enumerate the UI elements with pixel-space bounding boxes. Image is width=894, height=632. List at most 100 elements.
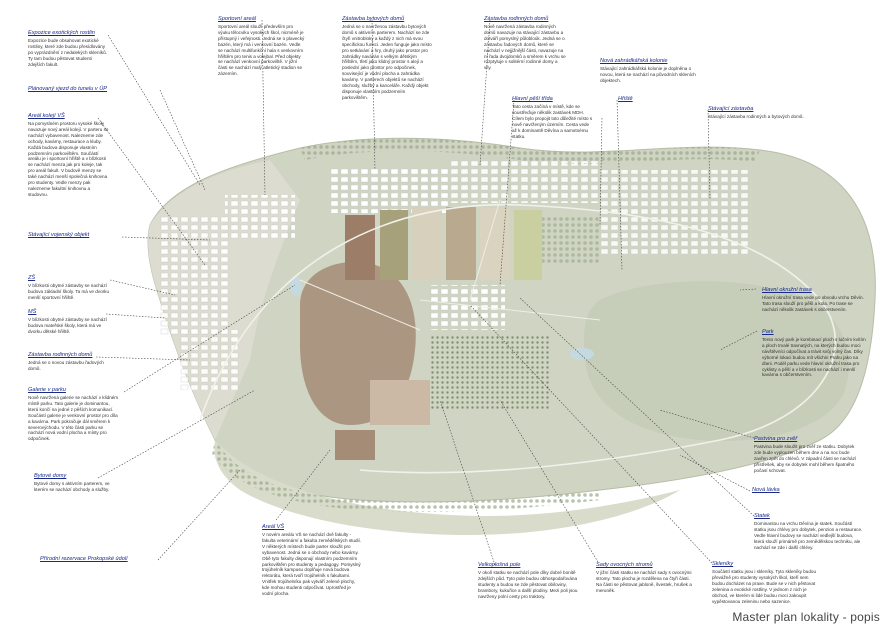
southern-strip xyxy=(214,440,681,535)
field-6 xyxy=(514,210,542,280)
label-dormitories: Areál kolejí VŠ Na pomyslném prostoru vy… xyxy=(28,113,110,198)
label-orchards-title: Sady ovocných stromů xyxy=(596,562,653,568)
label-exotic-plants: Expozice exotických rostlin Expozice bud… xyxy=(28,30,108,68)
allotments xyxy=(540,215,600,265)
label-military-title: Stávající vojenský objekt xyxy=(28,232,90,238)
label-family-houses-left: Zástavba rodinných domů Jedná se o novou… xyxy=(28,352,110,372)
label-main-pedestrian: Hlavní pěší třída Tato cesta začíná v mí… xyxy=(512,96,594,139)
label-dormitories-title: Areál kolejí VŠ xyxy=(28,113,65,119)
label-apartment-top-title: Zástavba bytových domů xyxy=(342,16,405,22)
tree-belt-north xyxy=(300,138,760,164)
label-kindergarten-body: V blízkosti obytné zástavby se nachází b… xyxy=(28,317,107,334)
label-sports-body: Sportovní areál slouží především pro výu… xyxy=(218,24,305,77)
label-main-pedestrian-body: Tato cesta začíná v místě, kde se soustř… xyxy=(512,104,593,139)
label-family-houses-top-title: Zástavba rodinných domů xyxy=(484,16,549,22)
buildings-residential-top xyxy=(330,168,450,213)
label-family-houses-top: Zástavba rodinných domů Nově navržená zá… xyxy=(484,16,566,71)
label-university-title: Areál VŠ xyxy=(262,524,285,530)
label-university: Areál VŠ V novém areálu VŠ se nachází dv… xyxy=(262,524,362,597)
label-sports: Sportovní areál Sportovní areál slouží p… xyxy=(218,16,306,77)
label-exotic-plants-body: Expozice bude obsahovat exotické rostlin… xyxy=(28,38,107,67)
label-allotment-body: Stávající zahrádkářská kolonie je doplně… xyxy=(600,66,696,83)
label-large-fields-body: V okolí statku se nachází pole díky dobr… xyxy=(478,570,578,599)
label-nature-reserve-title: Přírodní rezervace Prokopské údolí xyxy=(40,556,128,562)
label-apartment-top: Zástavba bytových domů Jedná se o navrže… xyxy=(342,16,432,101)
buildings-sport xyxy=(225,195,295,240)
label-new-footbridge: Nová lávka xyxy=(752,487,812,495)
field-8 xyxy=(335,430,375,460)
label-greenhouses-title: Skleníky xyxy=(712,561,734,567)
label-elementary-school: ZŠ V blízkosti obytné zástavby se nacház… xyxy=(28,275,110,301)
label-pasture-title: Pastvina pro zvěř xyxy=(754,436,798,442)
label-dormitories-body: Na pomyslném prostoru vysoké školy navaz… xyxy=(28,121,109,197)
label-main-loop-body: Hlavní okružní trasa vede po obvodu vrch… xyxy=(762,295,864,312)
label-farm-title: Statek xyxy=(754,513,770,519)
buildings-campus xyxy=(430,285,505,330)
label-apartment-left: Bytové domy Bytové domy s aktivním parte… xyxy=(34,473,122,493)
label-apartment-left-title: Bytové domy xyxy=(34,473,67,479)
park-area xyxy=(583,281,849,441)
caption: Master plan lokality - popis xyxy=(732,610,880,624)
label-pasture: Pastvina pro zvěř Pastvina bude sloužit … xyxy=(754,436,862,474)
label-nature-reserve: Přírodní rezervace Prokopské údolí xyxy=(40,556,170,564)
field-5 xyxy=(480,208,510,280)
label-kindergarten-title: MŠ xyxy=(28,309,37,315)
label-existing-buildings: Stávající zástavba Stávající zástavba ro… xyxy=(708,106,808,120)
label-kindergarten: MŠ V blízkosti obytné zástavby se nacház… xyxy=(28,309,110,335)
field-2 xyxy=(380,210,408,280)
field-3 xyxy=(412,208,442,280)
label-allotment: Nová zahrádkářská kolonie Stávající zahr… xyxy=(600,58,700,84)
label-gallery-title: Galerie v parku xyxy=(28,387,66,393)
label-playground-title: Hřiště xyxy=(618,96,633,102)
label-park-body: Tento nový park je kombinací ploch s luč… xyxy=(762,337,866,378)
label-farm: Statek Dominantou na vrchu Děvína je sta… xyxy=(754,513,864,551)
label-sports-title: Sportovní areál xyxy=(218,16,256,22)
label-planned-tunnel-title: Plánovaný vjezd do tunelu v ÚP xyxy=(28,86,107,92)
label-existing-buildings-body: Stávající zástavba rodinných a bytových … xyxy=(708,114,804,120)
pond-west xyxy=(290,276,302,296)
label-family-houses-left-title: Zástavba rodinných domů xyxy=(28,352,93,358)
orchards xyxy=(430,335,550,410)
main-loop-path xyxy=(199,203,837,474)
label-orchards: Sady ovocných stromů V jižní části statk… xyxy=(596,562,696,594)
label-park: Park Tento nový park je kombinací ploch … xyxy=(762,329,866,378)
buildings-family-top xyxy=(450,158,600,203)
label-greenhouses: Skleníky Součástí statku jsou i skleníky… xyxy=(712,561,822,604)
pond-east xyxy=(570,348,594,360)
label-pasture-body: Pastvina bude sloužit pro zvěř ze statku… xyxy=(754,444,857,473)
label-allotment-title: Nová zahrádkářská kolonie xyxy=(600,58,668,64)
label-main-pedestrian-title: Hlavní pěší třída xyxy=(512,96,553,102)
secondary-paths xyxy=(299,199,601,331)
label-military: Stávající vojenský objekt xyxy=(28,232,128,240)
label-university-body: V novém areálu VŠ se nachází dvě fakulty… xyxy=(262,532,362,596)
label-existing-buildings-title: Stávající zástavba xyxy=(708,106,754,112)
buildings-existing-east xyxy=(600,170,750,255)
field-1 xyxy=(345,215,375,280)
label-planned-tunnel: Plánovaný vjezd do tunelu v ÚP xyxy=(28,86,158,94)
label-gallery-body: Nově navržená galerie se nachází v klidn… xyxy=(28,395,119,442)
field-4 xyxy=(446,207,476,280)
field-7 xyxy=(370,380,430,425)
label-main-loop: Hlavní okružní trasa Hlavní okružní tras… xyxy=(762,287,866,313)
label-playground: Hřiště xyxy=(618,96,658,104)
label-elementary-school-title: ZŠ xyxy=(28,275,36,281)
label-main-loop-title: Hlavní okružní trasa xyxy=(762,287,812,293)
label-exotic-plants-title: Expozice exotických rostlin xyxy=(28,30,95,36)
label-family-houses-left-body: Jedná se o novou zástavbu řadových domů. xyxy=(28,360,104,372)
label-large-fields-title: Velkoplošná pole xyxy=(478,562,521,568)
leader-lines xyxy=(95,19,758,566)
tree-belt-south xyxy=(212,440,600,512)
label-orchards-body: V jižní části statku se nachází sady s o… xyxy=(596,570,692,593)
label-new-footbridge-title: Nová lávka xyxy=(752,487,780,493)
label-apartment-left-body: Bytové domy s aktivním parterem, ve kter… xyxy=(34,481,110,493)
label-greenhouses-body: Součástí statku jsou i skleníky. Tyto sk… xyxy=(712,569,817,604)
label-large-fields: Velkoplošná pole V okolí statku se nachá… xyxy=(478,562,586,600)
label-farm-body: Dominantou na vrchu Děvína je statek. So… xyxy=(754,521,863,550)
label-park-title: Park xyxy=(762,329,774,335)
label-elementary-school-body: V blízkosti obytné zástavby se nachází b… xyxy=(28,283,110,300)
label-gallery: Galerie v parku Nově navržená galerie se… xyxy=(28,387,120,442)
buildings-west xyxy=(160,215,230,335)
label-apartment-top-body: Jedná se o navrženou zástavbu bytových d… xyxy=(342,24,432,100)
label-family-houses-top-body: Nově navržená zástavba rodinných domů na… xyxy=(484,24,566,71)
